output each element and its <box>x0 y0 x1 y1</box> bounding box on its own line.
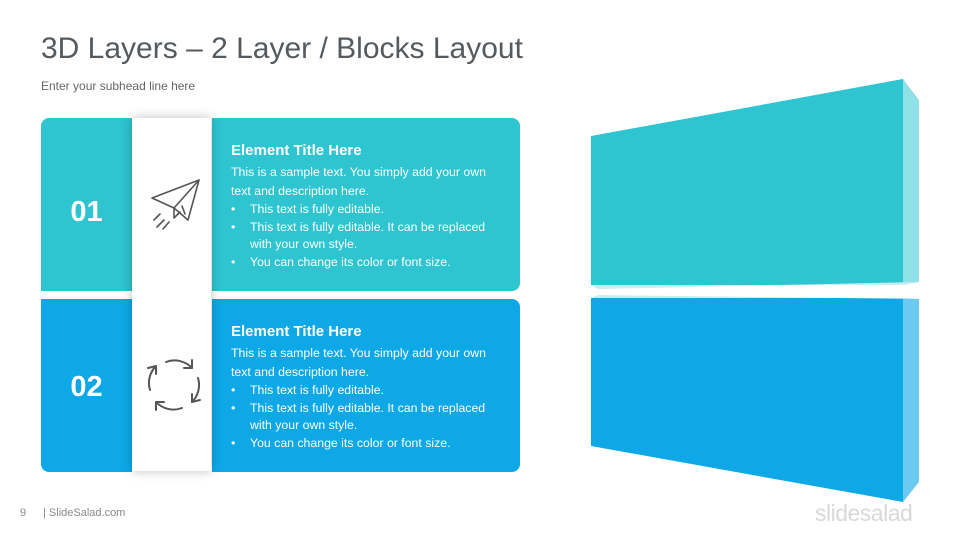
bullet-item: You can change its color or font size. <box>231 254 500 272</box>
slidesalad-logo: slidesalad <box>815 500 913 526</box>
text-block-2: Element Title Here This is a sample text… <box>212 299 520 472</box>
element-title: Element Title Here <box>231 142 362 159</box>
layer-1-side <box>903 79 919 285</box>
slide-subhead: Enter your subhead line here <box>41 79 196 93</box>
text-block-1: Element Title Here This is a sample text… <box>212 118 520 291</box>
paper-plane-icon <box>151 179 200 230</box>
element-description: This is a sample text. You simply add yo… <box>231 165 486 198</box>
layer-2-front <box>591 298 903 502</box>
layer-2-side <box>903 298 919 502</box>
bullet-item: This text is fully editable. <box>231 201 500 219</box>
footer-site: | SlideSalad.com <box>43 507 126 519</box>
bullet-item: You can change its color or font size. <box>231 435 500 453</box>
layer-1-front <box>591 79 903 285</box>
bullet-item: This text is fully editable. It can be r… <box>231 219 500 254</box>
bullet-list: This text is fully editable. This text i… <box>231 201 500 271</box>
element-title: Element Title Here <box>231 323 362 340</box>
bullet-item: This text is fully editable. It can be r… <box>231 400 500 435</box>
3d-layer-blocks <box>591 79 919 502</box>
layer-row-2: 02 Element Title Here This is a sample t… <box>41 299 520 472</box>
icon-strip <box>132 118 211 471</box>
page-number: 9 <box>20 507 27 519</box>
layer-row-1: 01 Element Title Here This is a sample t… <box>41 118 520 291</box>
item-number: 01 <box>70 196 103 228</box>
element-description: This is a sample text. You simply add yo… <box>231 346 486 379</box>
number-block-2: 02 <box>41 299 132 472</box>
bullet-item: This text is fully editable. <box>231 382 500 400</box>
number-block-1: 01 <box>41 118 132 291</box>
cycle-arrows-icon <box>147 359 201 411</box>
bullet-list: This text is fully editable. This text i… <box>231 382 500 452</box>
slide-title: 3D Layers – 2 Layer / Blocks Layout <box>41 32 523 65</box>
layer-2-top <box>591 295 919 299</box>
layer-1-top <box>591 282 919 289</box>
item-number: 02 <box>70 371 103 403</box>
